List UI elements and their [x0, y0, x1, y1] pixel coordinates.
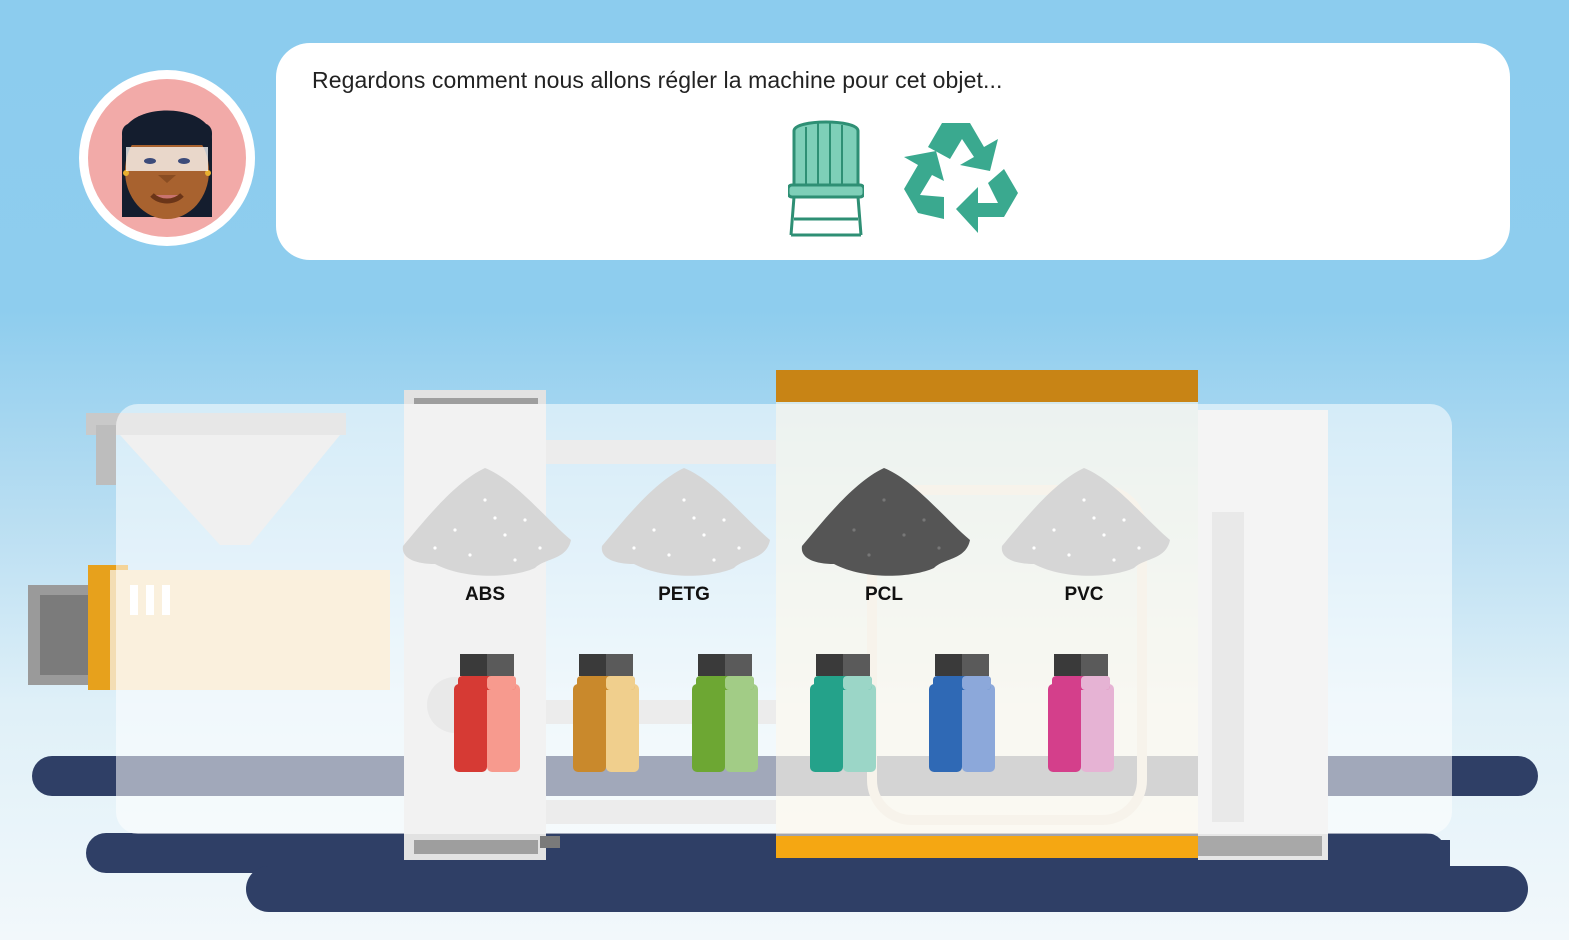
- dye-bottle-red[interactable]: [452, 652, 522, 781]
- bottle-icon: [454, 654, 520, 772]
- mold-panel-top-bar: [776, 370, 1198, 402]
- material-label: PETG: [658, 584, 710, 605]
- bottle-icon: [573, 654, 639, 772]
- bottle-icon: [810, 654, 876, 772]
- bottle-icon: [1048, 654, 1114, 772]
- avatar: [88, 79, 246, 237]
- recycle-icon: [904, 123, 1018, 233]
- pellet-pile-icon: [402, 468, 571, 576]
- pellet-pile-icon: [1001, 468, 1170, 576]
- mold-panel: [776, 370, 1198, 858]
- pellet-pile-icon: [601, 468, 770, 576]
- dye-bottle-green[interactable]: [690, 652, 760, 781]
- material-label: PCL: [865, 584, 903, 605]
- mold-panel-bottom-bar: [776, 836, 1198, 858]
- dialog-bubble: Regardons comment nous allons régler la …: [276, 43, 1510, 260]
- bottle-icon: [929, 654, 995, 772]
- dye-bottle-blue[interactable]: [927, 652, 997, 781]
- bottle-icon: [692, 654, 758, 772]
- material-pvc[interactable]: PVC: [994, 460, 1174, 625]
- pellet-pile-icon: [801, 468, 970, 576]
- dye-bottle-teal[interactable]: [808, 652, 878, 781]
- chair-icon: [788, 120, 864, 237]
- material-abs[interactable]: ABS: [395, 460, 575, 625]
- dye-bottle-yellow[interactable]: [571, 652, 641, 781]
- material-pcl[interactable]: PCL: [794, 460, 974, 625]
- material-petg[interactable]: PETG: [594, 460, 774, 625]
- material-label: PVC: [1064, 584, 1104, 605]
- material-label: ABS: [464, 584, 506, 605]
- dialog-text: Regardons comment nous allons régler la …: [312, 67, 1003, 93]
- engineer-avatar-icon: [122, 110, 212, 219]
- dye-bottle-magenta[interactable]: [1046, 652, 1116, 781]
